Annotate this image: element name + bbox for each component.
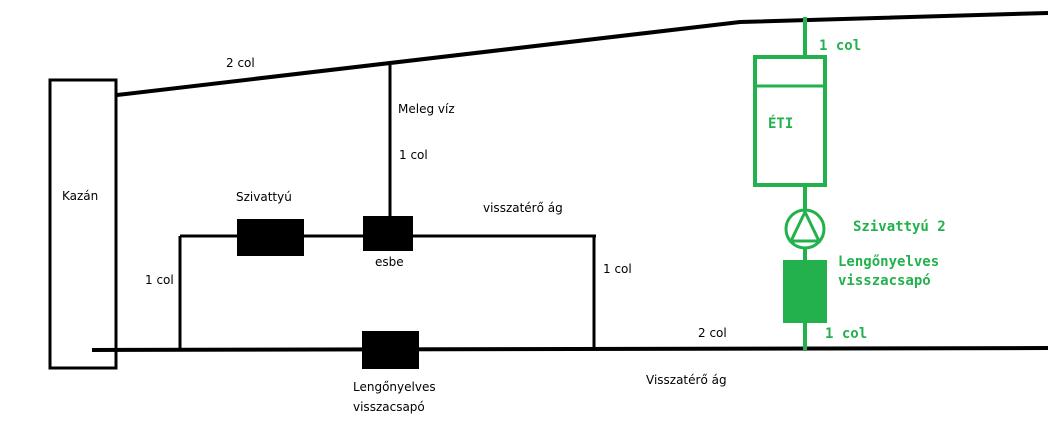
right-branch-size-label: 1 col xyxy=(603,262,632,276)
hot-water-label: Meleg víz xyxy=(398,102,455,116)
check-valve-label-line1: Lengőnyelves xyxy=(353,380,436,394)
upper-return-label: visszatérő ág xyxy=(483,201,563,215)
pump2-label: Szivattyú 2 xyxy=(853,219,946,235)
pump2-triangle xyxy=(788,208,822,243)
boiler-label: Kazán xyxy=(62,189,98,203)
boiler-box xyxy=(48,78,118,370)
green-check-valve-block xyxy=(783,260,827,323)
green-check-label-line1: Lengőnyelves xyxy=(838,254,939,270)
check-valve-block xyxy=(362,331,419,369)
green-top-size-label: 1 col xyxy=(819,38,861,54)
pump-label: Szivattyú xyxy=(236,190,292,204)
eti-label: ÉTI xyxy=(768,115,793,132)
bottom-pipe-size-label: 2 col xyxy=(698,326,727,340)
riser-size-label: 1 col xyxy=(399,148,428,162)
esbe-valve xyxy=(363,216,413,251)
check-valve-label-line2: visszacsapó xyxy=(353,400,425,414)
pump-block xyxy=(237,219,304,256)
left-branch-size-label: 1 col xyxy=(145,273,174,287)
dhw-circuit: 1 col ÉTI Szivattyú 2 Lengőnyelves vissz… xyxy=(753,17,946,350)
green-bottom-size-label: 1 col xyxy=(825,326,867,342)
esbe-label: esbe xyxy=(375,255,404,269)
lower-return-label: Visszatérő ág xyxy=(646,373,727,387)
bottom-return-pipe xyxy=(91,346,1048,352)
top-supply-pipe xyxy=(116,11,1048,97)
eti-tank xyxy=(753,55,827,187)
green-check-label-line2: visszacsapó xyxy=(838,273,931,289)
top-pipe-size-label: 2 col xyxy=(226,56,255,70)
